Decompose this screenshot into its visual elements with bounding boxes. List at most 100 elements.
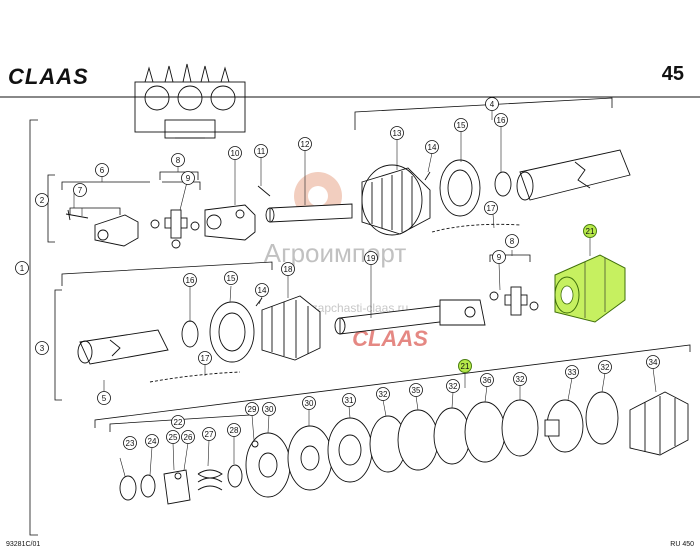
callout-17: 17 — [198, 351, 212, 365]
callout-22: 22 — [171, 415, 185, 429]
callout-32: 32 — [376, 387, 390, 401]
callout-34: 34 — [646, 355, 660, 369]
callout-32: 32 — [513, 372, 527, 386]
callout-label: 23 — [126, 439, 135, 448]
callout-32: 32 — [446, 379, 460, 393]
callout-label: 17 — [201, 354, 210, 363]
callout-bubble — [97, 391, 111, 405]
callout-label: 15 — [227, 274, 236, 283]
callout-2: 2 — [35, 193, 49, 207]
callout-bubble — [181, 171, 195, 185]
callout-label: 32 — [449, 382, 458, 391]
bearing-ring-15b — [209, 301, 255, 363]
guard-tube-outer — [516, 149, 631, 201]
callout-label: 21 — [461, 362, 470, 371]
callout-bubble — [480, 373, 494, 387]
callout-label: 10 — [231, 149, 240, 158]
callout-27: 27 — [202, 427, 216, 441]
callout-bubble — [15, 261, 29, 275]
callout-bubble — [35, 193, 49, 207]
guard-bellow-18 — [261, 295, 321, 361]
callout-1: 1 — [15, 261, 29, 275]
machine-thumbnail-icon — [134, 63, 246, 139]
callout-label: 27 — [205, 430, 214, 439]
callout-bubble — [298, 137, 312, 151]
callout-label: 16 — [497, 116, 506, 125]
callout-bubble — [255, 283, 269, 297]
callout-8: 8 — [171, 153, 185, 167]
callout-bubble — [35, 341, 49, 355]
callout-bubble — [224, 271, 238, 285]
callout-bubble — [446, 379, 460, 393]
callout-16: 16 — [183, 273, 197, 287]
callout-28: 28 — [227, 423, 241, 437]
callout-bubble — [513, 372, 527, 386]
callout-17: 17 — [484, 201, 498, 215]
callout-bubble — [409, 383, 423, 397]
callout-label: 8 — [510, 237, 515, 246]
callout-13: 13 — [390, 126, 404, 140]
watermark-url: zapchasti-claas.ru — [312, 301, 409, 315]
callout-label: 1 — [20, 264, 25, 273]
callout-bubble — [342, 393, 356, 407]
callout-label: 17 — [487, 204, 496, 213]
friction-disc-32b — [433, 407, 471, 465]
ring-16 — [494, 171, 512, 197]
callout-33: 33 — [565, 365, 579, 379]
callout-bubble — [494, 113, 508, 127]
callout-label: 24 — [148, 437, 157, 446]
callout-24: 24 — [145, 434, 159, 448]
callout-bubble — [565, 365, 579, 379]
callout-label: 32 — [516, 375, 525, 384]
callout-30: 30 — [302, 396, 316, 410]
callout-bubble — [202, 427, 216, 441]
callout-bubble — [390, 126, 404, 140]
disc-30a — [245, 432, 291, 498]
callout-label: 29 — [248, 405, 257, 414]
callout-bubble — [181, 430, 195, 444]
cross-joint-9 — [150, 209, 200, 249]
callout-label: 18 — [284, 265, 293, 274]
callout-label: 14 — [428, 143, 437, 152]
callout-8: 8 — [505, 234, 519, 248]
callout-label: 30 — [265, 405, 274, 414]
callout-label: 7 — [78, 186, 83, 195]
friction-disc-32c — [501, 399, 539, 457]
callout-bubble — [646, 355, 660, 369]
callout-bubble — [458, 359, 472, 373]
tube-19 — [334, 299, 486, 335]
callout-bubble — [598, 360, 612, 374]
callout-label: 3 — [40, 344, 45, 353]
callout-label: 4 — [490, 100, 495, 109]
callout-36: 36 — [480, 373, 494, 387]
callout-bubble — [302, 396, 316, 410]
callout-15: 15 — [224, 271, 238, 285]
callout-label: 11 — [257, 147, 266, 156]
callout-label: 21 — [586, 227, 595, 236]
guard-tube-inner — [77, 329, 169, 365]
callout-30: 30 — [262, 402, 276, 416]
callout-9: 9 — [492, 250, 506, 264]
callout-bubble — [171, 153, 185, 167]
chain-17 — [431, 223, 521, 233]
pin-11 — [257, 185, 271, 197]
callout-14: 14 — [255, 283, 269, 297]
highlighted-part-21 — [554, 254, 626, 323]
callout-label: 15 — [457, 121, 466, 130]
callout-6: 6 — [95, 163, 109, 177]
hub-33 — [544, 399, 584, 453]
callout-label: 12 — [301, 140, 310, 149]
callout-18: 18 — [281, 262, 295, 276]
callout-bubble — [262, 402, 276, 416]
callout-bubble — [171, 415, 185, 429]
callout-label: 30 — [305, 399, 314, 408]
row2-parts — [77, 286, 539, 383]
plate-36 — [464, 401, 506, 463]
callout-bubble — [183, 273, 197, 287]
callout-label: 32 — [601, 363, 610, 372]
callout-23: 23 — [123, 436, 137, 450]
ring-set-23-28 — [119, 464, 243, 505]
callout-label: 28 — [230, 426, 239, 435]
